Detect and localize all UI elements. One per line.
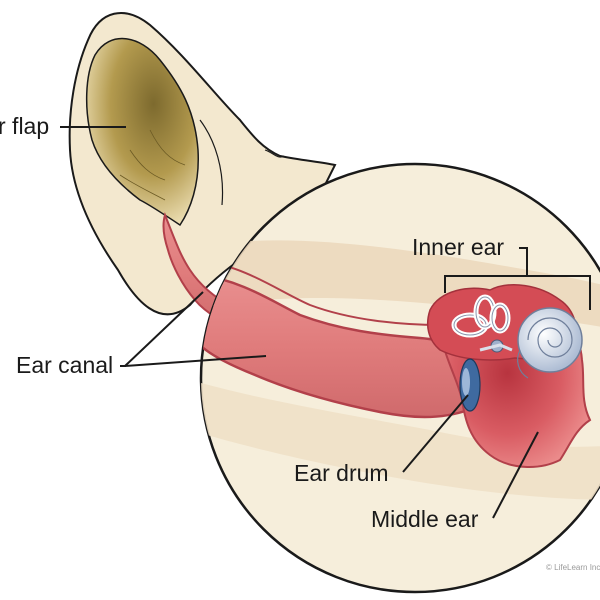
- label-inner-ear: Inner ear: [412, 234, 505, 260]
- ear-canal-leader-1: [124, 291, 204, 367]
- label-ear-drum: Ear drum: [294, 460, 389, 486]
- inner-ear-leader: [519, 247, 528, 276]
- copyright-text: © LifeLearn Inc.: [546, 563, 600, 572]
- cochlea: [517, 307, 583, 379]
- label-ear-canal: Ear canal: [16, 352, 114, 378]
- middle-ear-leader: [492, 431, 539, 519]
- magnified-view: [199, 162, 600, 594]
- ear-drum-leader: [402, 394, 469, 473]
- inner-ear-bracket: [444, 275, 591, 310]
- leader-lines: [60, 126, 591, 519]
- ear-drum: [459, 358, 481, 412]
- label-ear-flap: r flap: [0, 113, 50, 139]
- ear-canal-leader-2: [124, 355, 267, 367]
- label-middle-ear: Middle ear: [371, 506, 479, 532]
